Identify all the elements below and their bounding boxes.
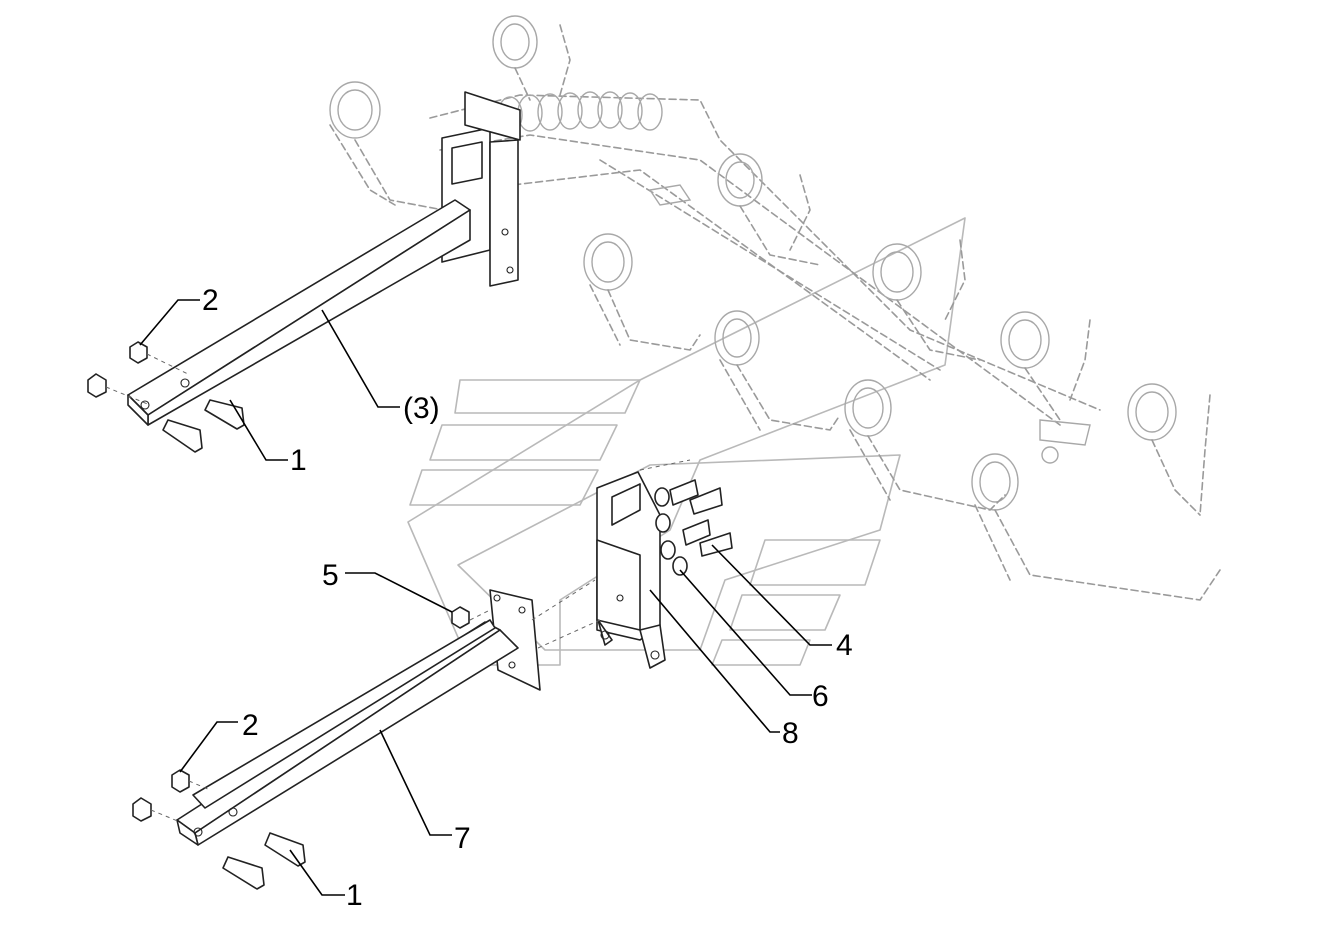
bolts-4-and-washers-6 [639, 459, 733, 576]
callout-1-upper: 1 [290, 444, 307, 477]
callout-2-lower: 2 [242, 709, 259, 742]
callout-3: (3) [403, 392, 440, 425]
arm-3 [127, 199, 471, 426]
upper-mounting-plate [441, 91, 521, 287]
callout-6: 6 [812, 680, 829, 713]
central-spring [497, 91, 663, 134]
callout-1-lower: 1 [346, 879, 363, 912]
arm-7 [176, 579, 601, 846]
leader-lines [139, 299, 832, 896]
bracket-8 [596, 471, 666, 669]
rotor-assembly-ghost [329, 15, 1221, 601]
callout-5: 5 [322, 559, 339, 592]
tines [329, 24, 1221, 601]
callout-labels: 2 (3) 1 5 4 6 8 2 7 1 [202, 284, 853, 912]
callout-4: 4 [836, 629, 853, 662]
tine-coils [329, 15, 1177, 511]
callout-8: 8 [782, 717, 799, 750]
callout-7: 7 [454, 822, 471, 855]
callout-2-upper: 2 [202, 284, 219, 317]
